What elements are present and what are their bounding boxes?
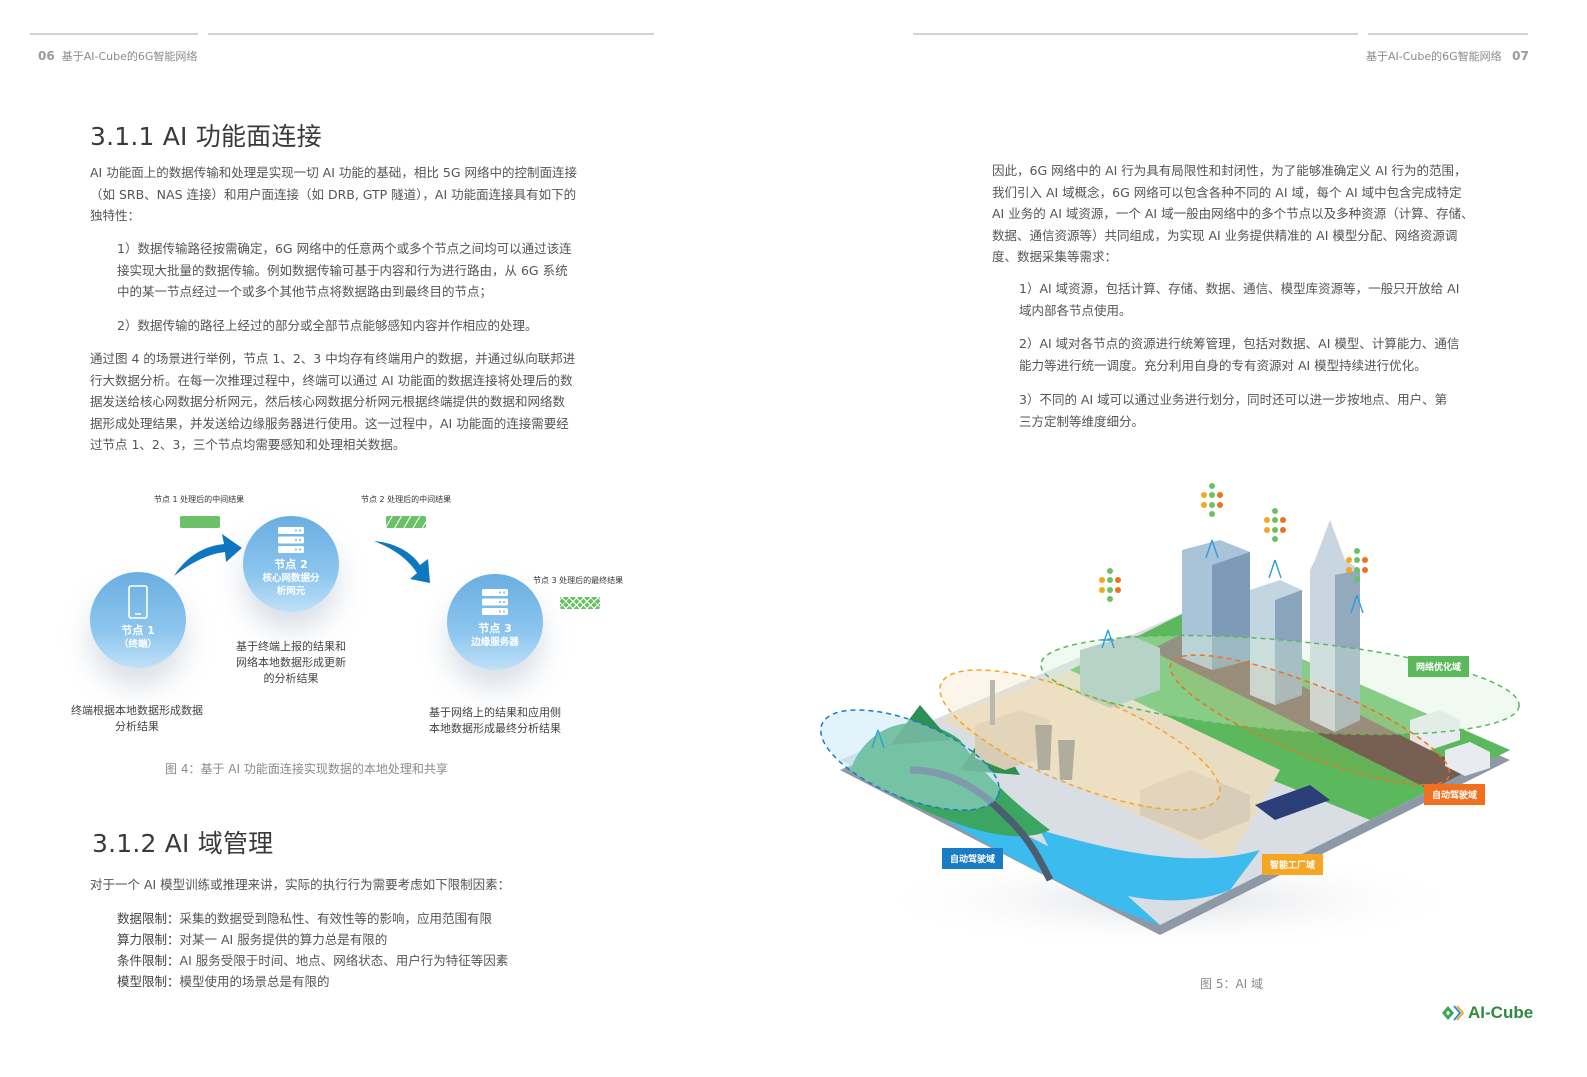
logo-text: AI-Cube bbox=[1468, 1003, 1534, 1022]
intro-paragraph: AI 功能面上的数据传输和处理是实现一切 AI 功能的基础，相比 5G 网络中的… bbox=[90, 165, 577, 223]
header-rule-left-short bbox=[30, 33, 198, 35]
running-header-left: 06 基于AI-Cube的6G智能网络 bbox=[38, 48, 197, 64]
domain-tag-autonomous-driving-blue: 自动驾驶域 bbox=[942, 848, 1004, 869]
figure-5-caption: 图 5：AI 域 bbox=[1200, 977, 1264, 991]
result3-chip-crosshatch bbox=[560, 597, 600, 609]
result1-chip bbox=[180, 516, 220, 528]
section-heading-312: 3.1.2 AI 域管理 bbox=[92, 829, 274, 858]
ai-cube-logo-icon bbox=[1442, 1005, 1464, 1021]
node-2-description: 基于终端上报的结果和 网络本地数据形成更新 的分析结果 bbox=[236, 640, 346, 685]
limit-compute: 算力限制：对某一 AI 服务提供的算力总是有限的 bbox=[117, 932, 388, 947]
domain-tag-smart-factory: 智能工厂域 bbox=[1262, 854, 1324, 875]
node-3-description: 基于网络上的结果和应用侧 本地数据形成最终分析结果 bbox=[429, 706, 561, 735]
example-paragraph: 通过图 4 的场景进行举例，节点 1、2、3 中均存有终端用户的数据，并通过纵向… bbox=[90, 351, 576, 452]
page-number: 07 bbox=[1512, 49, 1529, 63]
list-item-2: 2）数据传输的路径上经过的部分或全部节点能够感知内容并作相应的处理。 bbox=[117, 318, 538, 333]
smart-factory-building bbox=[1140, 770, 1330, 840]
factory bbox=[975, 680, 1075, 780]
header-rule-left-long bbox=[208, 33, 654, 35]
smart-city-illustration bbox=[820, 483, 1520, 950]
skyscraper-2 bbox=[1250, 580, 1302, 705]
result3-label: 节点 3 处理后的最终结果 bbox=[533, 576, 624, 585]
server-icon bbox=[278, 527, 304, 553]
domain-tag-autonomous-driving-orange: 自动驾驶域 bbox=[1424, 784, 1486, 805]
header-rule-right-long bbox=[913, 33, 1358, 35]
header-rule-right-short bbox=[1368, 33, 1528, 35]
arrow-node1-to-node2-icon bbox=[174, 534, 242, 576]
node-1-description: 终端根据本地数据形成数据 分析结果 bbox=[71, 704, 203, 733]
houses bbox=[1410, 710, 1490, 776]
domain-item-1: 1）AI 域资源，包括计算、存储、数据、通信、模型库资源等，一般只开放给 AI … bbox=[1019, 281, 1460, 318]
ai-cube-logo: AI-Cube bbox=[1440, 1003, 1533, 1023]
arrow-node2-to-node3-icon bbox=[374, 541, 430, 583]
limit-condition: 条件限制：AI 服务受限于时间、地点、网络状态、用户行为特征等因素 bbox=[117, 953, 509, 968]
node-1-terminal: 节点 1 （终端） bbox=[90, 572, 186, 668]
mall-building bbox=[1080, 635, 1160, 708]
result1-label: 节点 1 处理后的中间结果 bbox=[154, 495, 245, 504]
figure-5: 网络优化域 自动驾驶域 自动驾驶域 智能工厂域 bbox=[810, 470, 1530, 950]
running-title: 基于AI-Cube的6G智能网络 bbox=[61, 50, 198, 63]
node-3-edge-server: 节点 3 边缘服务器 bbox=[447, 574, 543, 670]
phone-icon bbox=[128, 585, 148, 619]
antenna-icons bbox=[871, 539, 1364, 749]
neural-network-icons bbox=[1099, 483, 1368, 602]
limits-list: 数据限制：采集的数据受到隐私性、有效性等的影响，应用范围有限 算力限制：对某一 … bbox=[117, 908, 607, 992]
server-icon bbox=[482, 589, 508, 615]
figure-4-caption: 图 4：基于 AI 功能面连接实现数据的本地处理和共享 bbox=[165, 762, 448, 776]
limits-intro: 对于一个 AI 模型训练或推理来讲，实际的执行行为需要考虑如下限制因素： bbox=[90, 877, 511, 892]
node-2-core-analytics: 节点 2 核心网数据分 析网元 bbox=[243, 516, 339, 612]
ai-domain-intro: 因此，6G 网络中的 AI 行为具有局限性和封闭性，为了能够准确定义 AI 行为… bbox=[992, 163, 1474, 264]
running-header-right: 基于AI-Cube的6G智能网络 07 bbox=[1366, 48, 1529, 64]
limit-model: 模型限制：模型使用的场景总是有限的 bbox=[117, 974, 330, 989]
result2-chip-striped bbox=[386, 516, 426, 528]
result2-label: 节点 2 处理后的中间结果 bbox=[361, 495, 452, 504]
domain-item-3: 3）不同的 AI 域可以通过业务进行划分，同时还可以进一步按地点、用户、第 三方… bbox=[1019, 392, 1448, 429]
domain-tag-network-optimization: 网络优化域 bbox=[1408, 656, 1470, 677]
limit-data: 数据限制：采集的数据受到隐私性、有效性等的影响，应用范围有限 bbox=[117, 911, 493, 926]
page-number: 06 bbox=[38, 49, 55, 63]
running-title: 基于AI-Cube的6G智能网络 bbox=[1366, 50, 1502, 63]
skyscraper-3 bbox=[1310, 520, 1360, 732]
domain-item-2: 2）AI 域对各节点的资源进行统筹管理，包括对数据、AI 模型、计算能力、通信 … bbox=[1019, 336, 1460, 373]
list-item-1: 1）数据传输路径按需确定，6G 网络中的任意两个或多个节点之间均可以通过该连 接… bbox=[117, 241, 572, 299]
skyscraper-1 bbox=[1182, 540, 1250, 670]
section-heading-311: 3.1.1 AI 功能面连接 bbox=[90, 122, 322, 151]
